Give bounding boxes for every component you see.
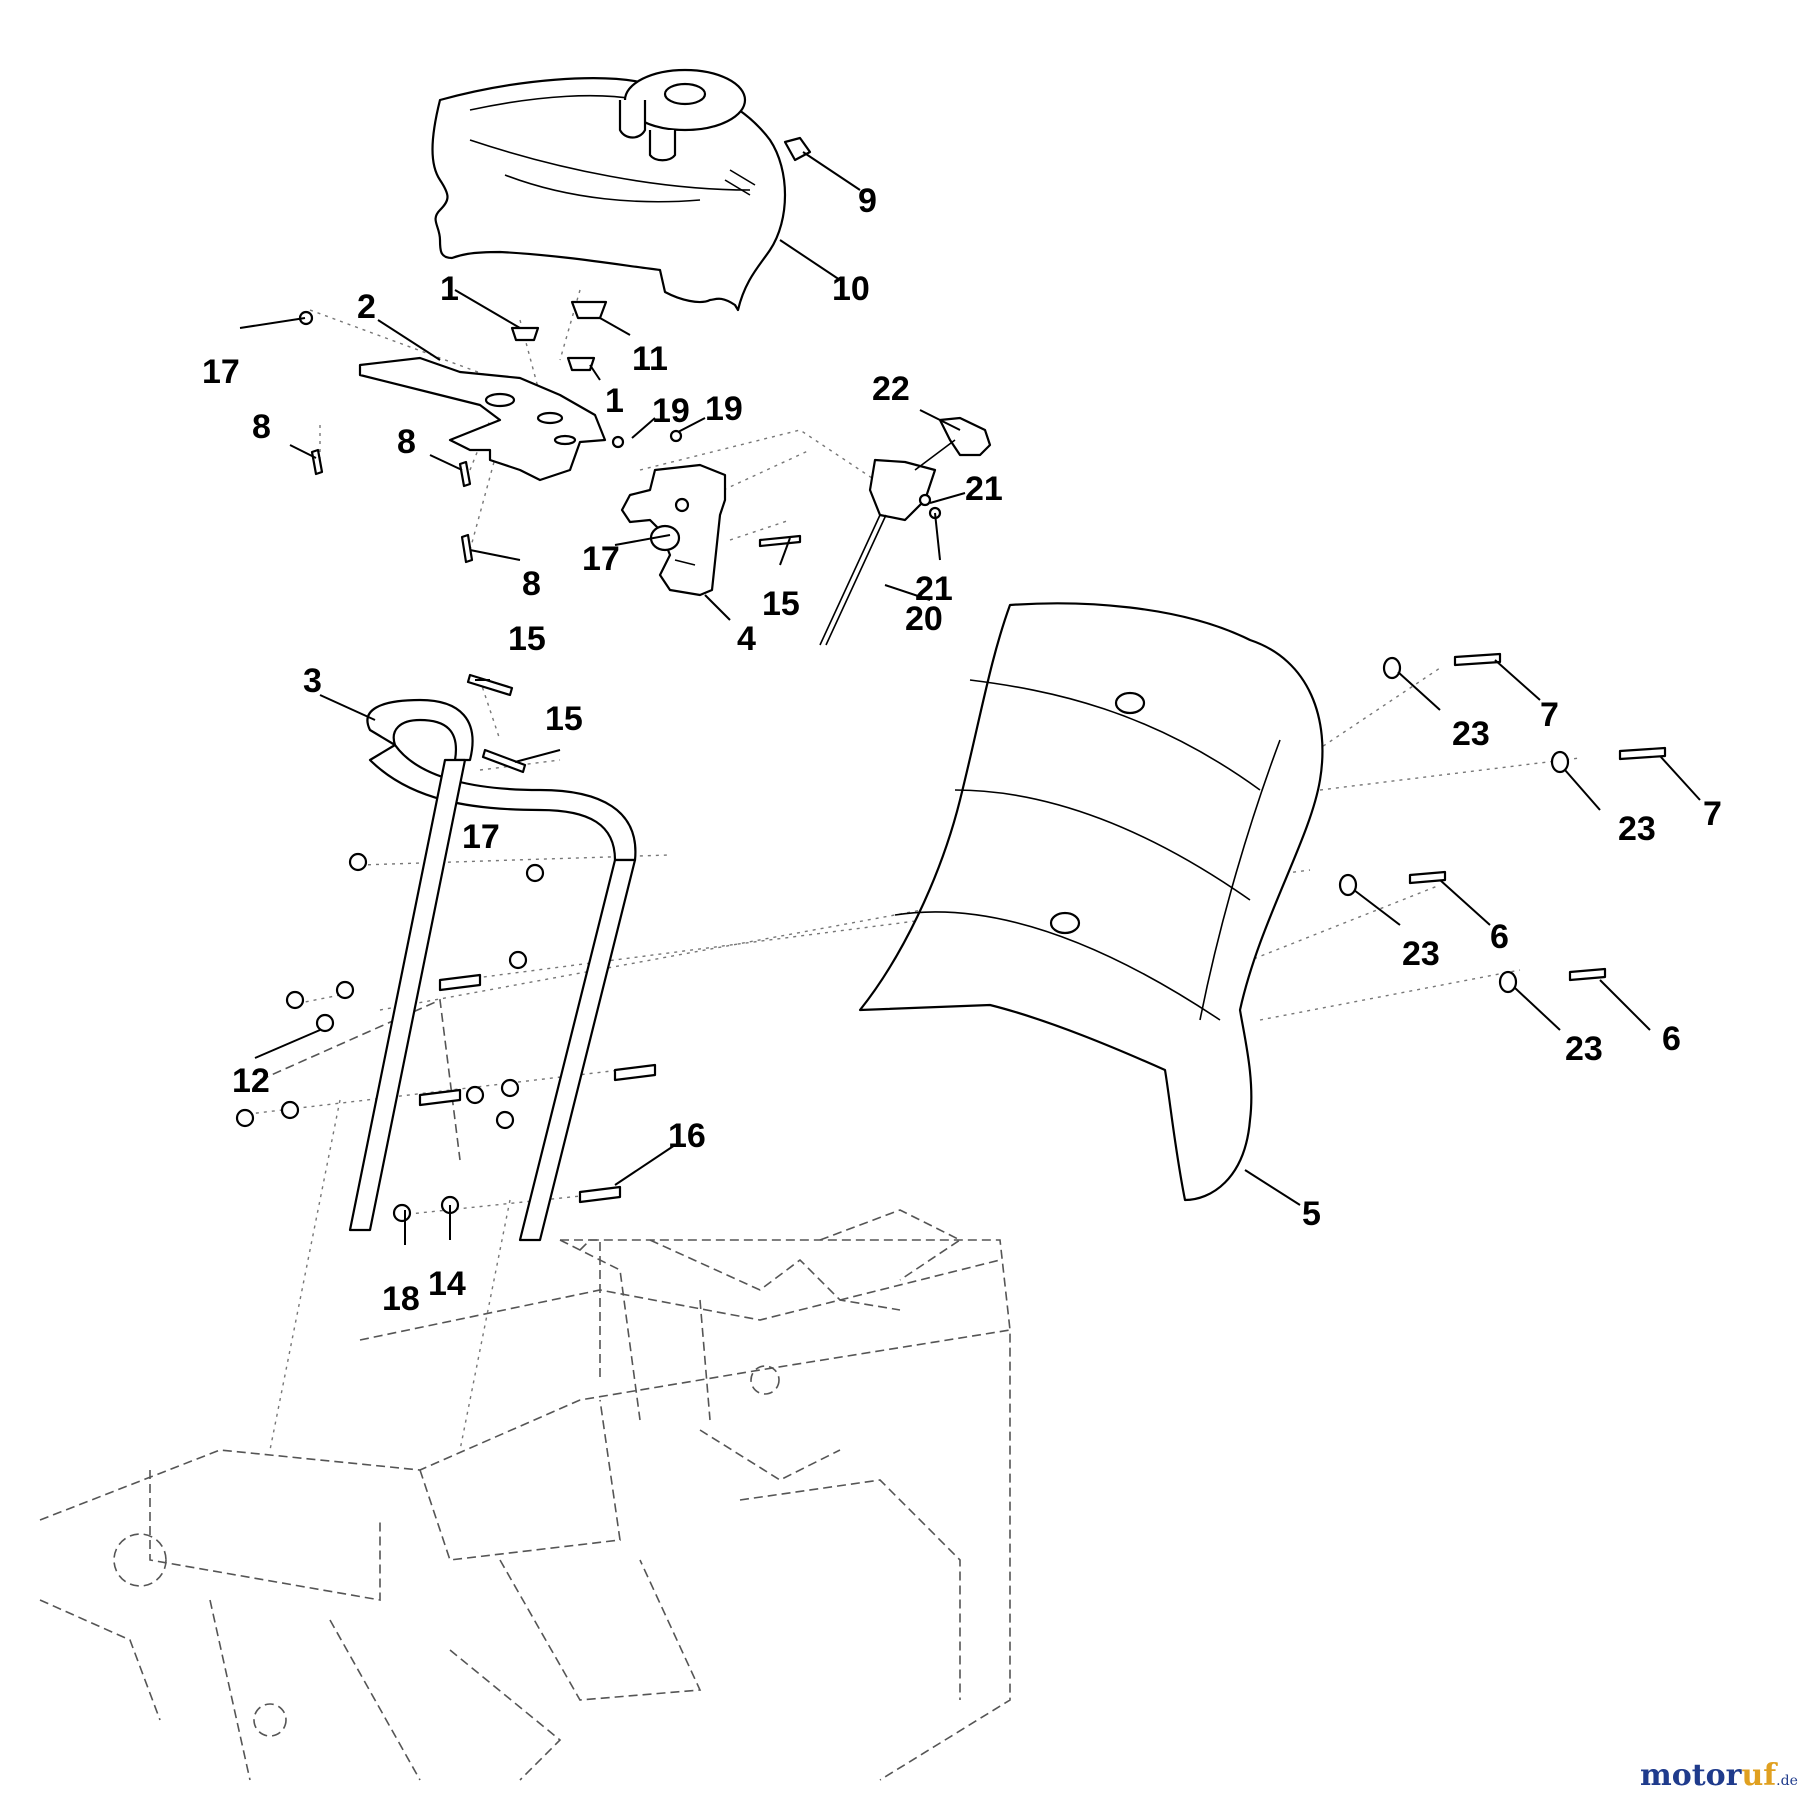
callout-21b: 21 (915, 570, 953, 608)
side-plate (620, 463, 727, 597)
bushings (298, 300, 683, 449)
bolts (310, 448, 474, 564)
callout-2: 2 (357, 288, 376, 326)
handle-hardware (235, 673, 657, 1223)
screw (758, 534, 802, 548)
leader-lines (239, 151, 1701, 1245)
callout-labels: 1 1 2 3 4 5 6 6 7 7 8 8 8 9 10 11 12 14 … (202, 182, 1722, 1318)
callout-3: 3 (303, 662, 322, 700)
watermark: motoruf.de (1640, 1758, 1798, 1793)
callout-9: 9 (858, 182, 877, 220)
callout-17a: 17 (202, 353, 240, 391)
watermark-part2: uf (1741, 1758, 1778, 1793)
callout-8c: 8 (522, 565, 541, 603)
callout-8a: 8 (252, 408, 271, 446)
callout-14: 14 (428, 1265, 466, 1303)
callout-23c: 23 (1402, 935, 1440, 973)
callout-6a: 6 (1490, 918, 1509, 956)
washers-and-bolts (1338, 652, 1667, 994)
callout-18: 18 (382, 1280, 420, 1318)
callout-8b: 8 (397, 423, 416, 461)
svg-text:motoruf.de: motoruf.de (1640, 1758, 1798, 1793)
watermark-suffix: .de (1776, 1773, 1798, 1789)
callout-20: 20 (905, 600, 943, 638)
callout-23a: 23 (1452, 715, 1490, 753)
callout-19b: 19 (705, 390, 743, 428)
callout-19a: 19 (652, 392, 690, 430)
control-lever (819, 416, 992, 646)
callout-17b: 17 (582, 540, 620, 578)
callout-15c: 15 (545, 700, 583, 738)
callout-5: 5 (1302, 1195, 1321, 1233)
tractor-frame-outline (39, 998, 1011, 1781)
knob (783, 136, 812, 162)
callout-1b: 1 (605, 382, 624, 420)
callout-1a: 1 (440, 270, 459, 308)
callout-23d: 23 (1565, 1030, 1603, 1068)
bracket-plate (358, 356, 607, 482)
handle-tube (348, 698, 637, 1242)
callout-23b: 23 (1618, 810, 1656, 848)
callout-17c: 17 (462, 818, 500, 856)
callout-22: 22 (872, 370, 910, 408)
discharge-chute (858, 602, 1324, 1202)
callout-21a: 21 (965, 470, 1003, 508)
callout-12: 12 (232, 1062, 270, 1100)
callout-7a: 7 (1540, 696, 1559, 734)
callout-15b: 15 (508, 620, 546, 658)
callout-6b: 6 (1662, 1020, 1681, 1058)
callout-11: 11 (632, 340, 668, 378)
housing-cover (431, 68, 787, 312)
callout-15a: 15 (762, 585, 800, 623)
callout-10: 10 (832, 270, 870, 308)
callout-7b: 7 (1703, 795, 1722, 833)
callout-4: 4 (737, 620, 756, 658)
callout-16: 16 (668, 1117, 706, 1155)
watermark-part1: motor (1640, 1758, 1743, 1793)
